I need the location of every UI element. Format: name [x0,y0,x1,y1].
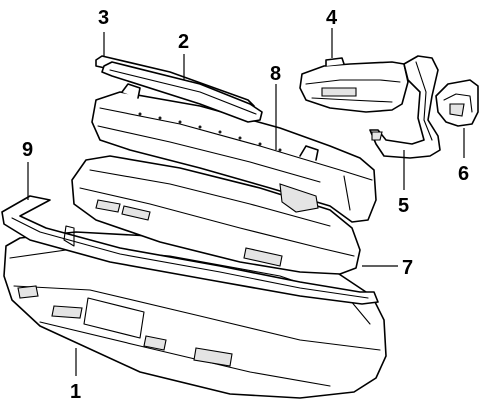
callout-5: 5 [398,195,409,217]
part-9-bumper-molding [1,195,379,305]
callout-labels: 1 2 3 4 5 6 7 8 9 [22,7,469,403]
part-7-energy-absorber [63,155,361,275]
callout-8: 8 [270,63,281,85]
callout-3: 3 [98,7,109,29]
callout-4: 4 [326,7,338,29]
part-5-support-bracket [369,55,441,159]
callout-6: 6 [458,163,469,185]
leader-lines [27,28,465,376]
callout-7: 7 [402,257,413,279]
callout-1: 1 [70,381,81,403]
part-6-side-bracket [435,79,479,127]
callout-9: 9 [22,139,33,161]
callout-2: 2 [178,31,189,53]
part-2-impact-bar [101,61,263,123]
part-1-bumper-cover [3,231,387,399]
part-4-mount-bracket [299,57,409,113]
